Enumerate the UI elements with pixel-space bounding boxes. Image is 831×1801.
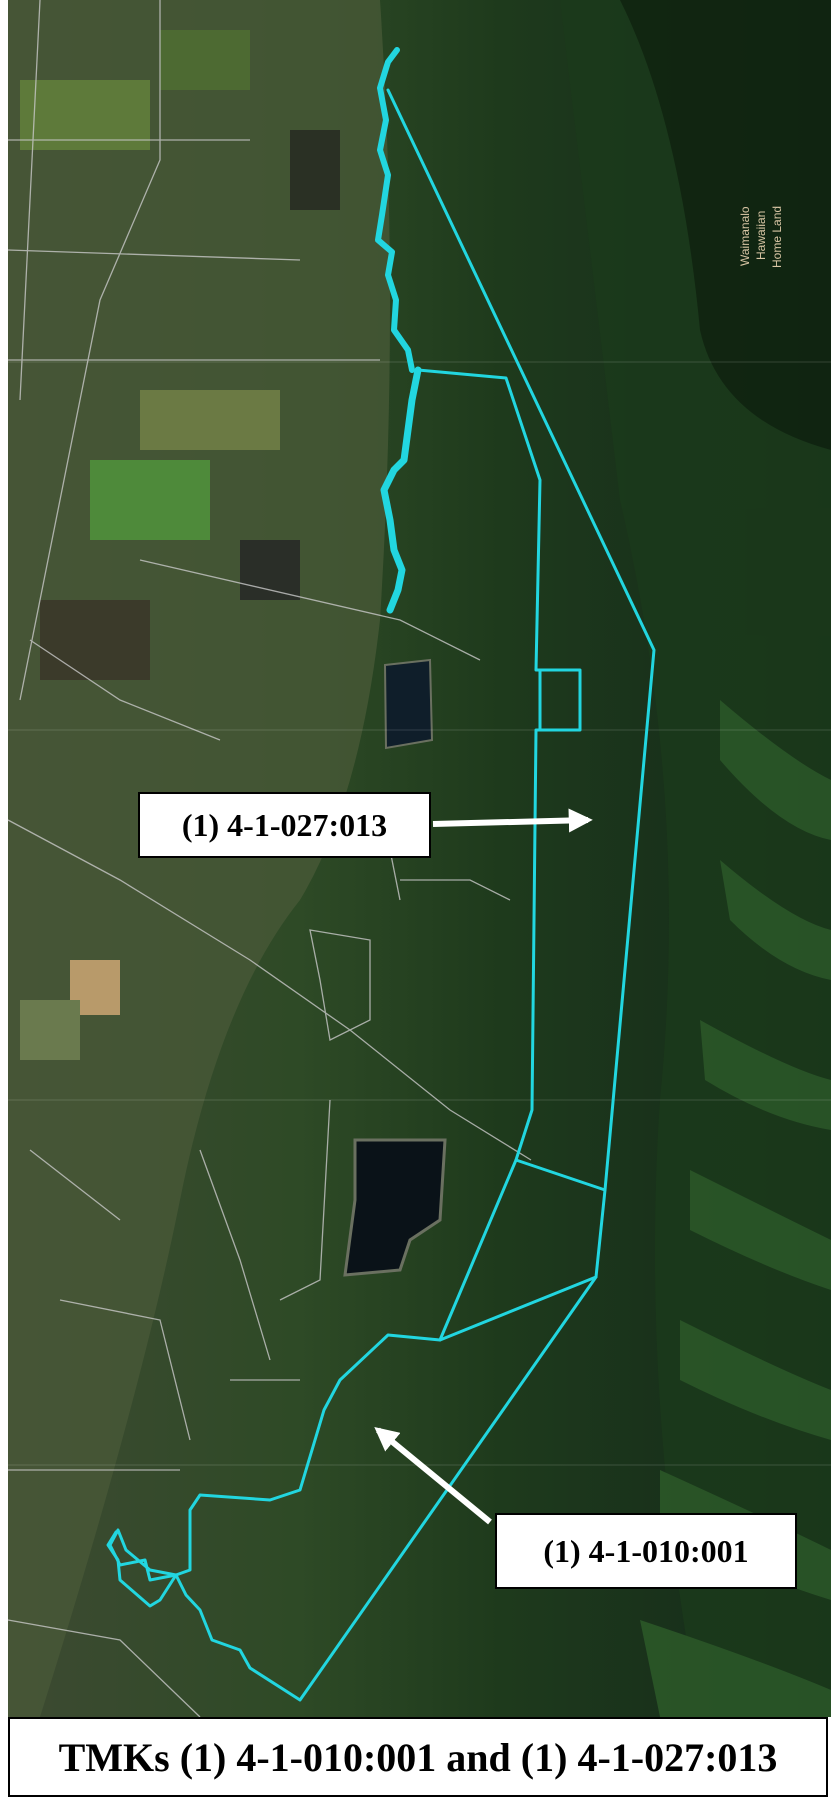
land-label-line-2: Hawaiian	[754, 211, 768, 260]
parcel-lines	[7, 0, 532, 1718]
reservoir-lower	[343, 1138, 447, 1277]
tmk-label-text: (1) 4-1-010:001	[543, 1532, 749, 1569]
land-label-line-3: Home Land	[770, 206, 784, 268]
developed-areas	[8, 0, 390, 1717]
map-caption: TMKs (1) 4-1-010:001 and (1) 4-1-027:013	[8, 1717, 828, 1797]
arrow-to-parcel-010-001	[374, 1426, 492, 1525]
caption-text: TMKs (1) 4-1-010:001 and (1) 4-1-027:013	[58, 1734, 778, 1780]
stream-boundary-north	[375, 47, 415, 373]
parcel-boundaries	[106, 47, 656, 1702]
parcel-grid-line	[8, 361, 831, 1466]
stream-boundary-middle	[380, 366, 422, 614]
tmk-label-4-1-010-001: (1) 4-1-010:001	[495, 1513, 797, 1589]
land-label-line-1: Waimanalo	[738, 206, 752, 266]
mountain-ridges	[560, 0, 831, 1717]
tmk-label-4-1-027-013: (1) 4-1-027:013	[138, 792, 431, 858]
arrow-to-parcel-027-013	[432, 808, 593, 833]
reservoir-upper	[383, 658, 434, 750]
tmk-label-text: (1) 4-1-027:013	[181, 806, 388, 843]
parcel-boundary-4-1-010-001	[106, 1275, 598, 1702]
land-label: Waimanalo Hawaiian Home Land	[738, 206, 784, 268]
